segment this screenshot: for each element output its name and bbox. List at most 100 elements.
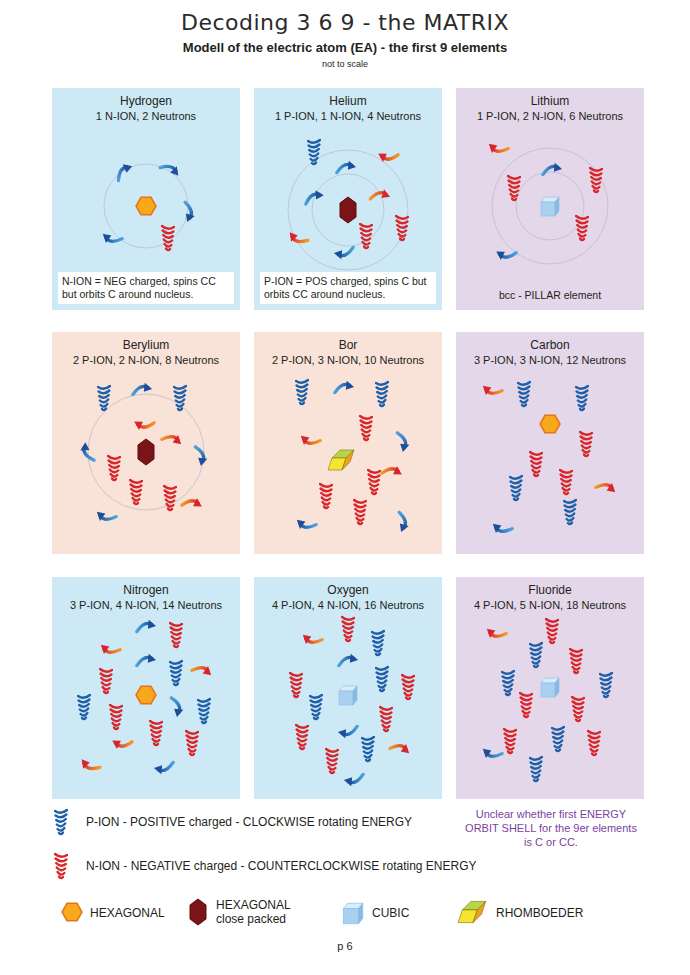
element-name: Berylium (58, 338, 234, 353)
cubic-icon (343, 903, 363, 924)
ion-spiral (590, 168, 602, 192)
legend-text: HEXAGONAL (90, 906, 180, 920)
orbit-arrow (339, 654, 358, 666)
ion-spiral (502, 671, 514, 695)
element-name: Carbon (462, 338, 638, 353)
element-panel: Bor2 P-ION, 3 N-ION, 10 Neutrons (254, 332, 442, 554)
orbit-arrow (480, 381, 503, 401)
orbit-arrow (337, 161, 356, 173)
page-title: Decoding 3 6 9 - the MATRIX (0, 10, 690, 35)
nucleus-symbol (136, 197, 156, 214)
ion-spiral (570, 649, 582, 673)
panel-art (456, 88, 644, 310)
ion-spiral (564, 500, 576, 524)
ion-spiral (320, 484, 332, 508)
ion-spiral (580, 432, 592, 456)
ion-count: 4 P-ION, 4 N-ION, 16 Neutrons (260, 598, 436, 612)
legend-text: CUBIC (372, 906, 442, 920)
nucleus-symbol (541, 197, 559, 216)
orbit-arrow (110, 735, 132, 753)
ion-spiral (530, 757, 542, 781)
ion-count: 1 N-ION, 2 Neutrons (58, 109, 234, 123)
panel-art (52, 88, 240, 310)
orbit-arrow (370, 187, 391, 202)
nucleus-symbol (541, 678, 559, 697)
ion-spiral (326, 749, 338, 773)
orbit-arrow (100, 229, 123, 249)
element-name: Oxygen (260, 583, 436, 598)
ion-spiral (572, 697, 584, 721)
orbit-arrow (182, 494, 204, 512)
orbit-arrow (300, 630, 323, 650)
legend-text: P-ION - POSITIVE charged - CLOCKWISE rot… (86, 815, 626, 829)
orbit-arrow (543, 163, 562, 175)
element-name: Lithium (462, 94, 638, 109)
orbit-arrow (484, 624, 507, 644)
panel-art (456, 577, 644, 799)
ion-spiral (162, 226, 174, 250)
orbit-arrow (376, 148, 398, 166)
nucleus-symbol (138, 439, 154, 465)
orbit-arrow (137, 620, 156, 632)
legend-text: N-ION - NEGATIVE charged - COUNTERCLOCKW… (86, 859, 626, 873)
panel-note: P-ION = POS charged, spins C but orbits … (260, 272, 436, 304)
ion-spiral (342, 617, 354, 641)
ion-spiral (360, 224, 372, 248)
ion-count: 1 P-ION, 1 N-ION, 4 Neutrons (260, 109, 436, 123)
ion-spiral (78, 695, 90, 719)
panel-ground (254, 332, 442, 554)
orbit-arrow (334, 247, 353, 259)
orbit-arrow (98, 640, 121, 660)
orbit-arrow (390, 738, 413, 758)
ion-count: 3 P-ION, 4 N-ION, 14 Neutrons (58, 598, 234, 612)
orbit-arrow (382, 462, 404, 480)
element-panel: Nitrogen3 P-ION, 4 N-ION, 14 Neutrons (52, 577, 240, 799)
orbit-arrow (160, 158, 182, 180)
n-ion-icon (55, 854, 67, 878)
ion-spiral (110, 705, 122, 729)
ion-spiral (150, 721, 162, 745)
ion-spiral (376, 667, 388, 691)
subtitle: Modell of the electric atom (EA) - the f… (0, 40, 690, 55)
ion-spiral (296, 380, 308, 404)
p-ion-icon (55, 810, 67, 834)
ion-spiral (290, 673, 302, 697)
orbit-arrow (192, 660, 215, 680)
orbit-arrow (480, 744, 503, 764)
orbit-arrow (195, 447, 207, 466)
ion-spiral (368, 470, 380, 494)
orbit-arrow (132, 416, 154, 434)
ion-count: 4 P-ION, 5 N-ION, 18 Neutrons (462, 598, 638, 612)
orbit-ring (88, 394, 204, 510)
ion-spiral (530, 643, 542, 667)
orbit-arrow (294, 515, 317, 535)
ion-spiral (186, 731, 198, 755)
ion-spiral (354, 500, 366, 524)
orbit-ring (312, 174, 384, 246)
orbit-arrow (304, 189, 325, 204)
orbit-arrow (335, 381, 354, 393)
orbit-ring (288, 150, 408, 270)
ion-spiral (396, 216, 408, 240)
ion-spiral (376, 382, 388, 406)
ion-spiral (504, 729, 516, 753)
element-panel: Lithium1 P-ION, 2 N-ION, 6 Neutronsbcc -… (456, 88, 644, 310)
ion-count: 2 P-ION, 3 N-ION, 10 Neutrons (260, 353, 436, 367)
orbit-arrow (182, 202, 197, 223)
orbit-arrow (78, 755, 100, 777)
ion-spiral (576, 386, 588, 410)
hexagonal-icon (62, 903, 82, 920)
ion-spiral (380, 707, 392, 731)
panel-ground (254, 577, 442, 799)
panel-ground (52, 332, 240, 554)
ion-count: 2 P-ION, 2 N-ION, 8 Neutrons (58, 353, 234, 367)
nucleus-symbol (340, 197, 356, 223)
panel-ground (254, 88, 442, 310)
panel-art (254, 577, 442, 799)
orbit-arrow (286, 228, 308, 250)
ion-spiral (402, 675, 414, 699)
ion-spiral (508, 176, 520, 200)
ion-spiral (520, 693, 532, 717)
ion-spiral (600, 673, 612, 697)
orbit-arrow (490, 519, 513, 539)
